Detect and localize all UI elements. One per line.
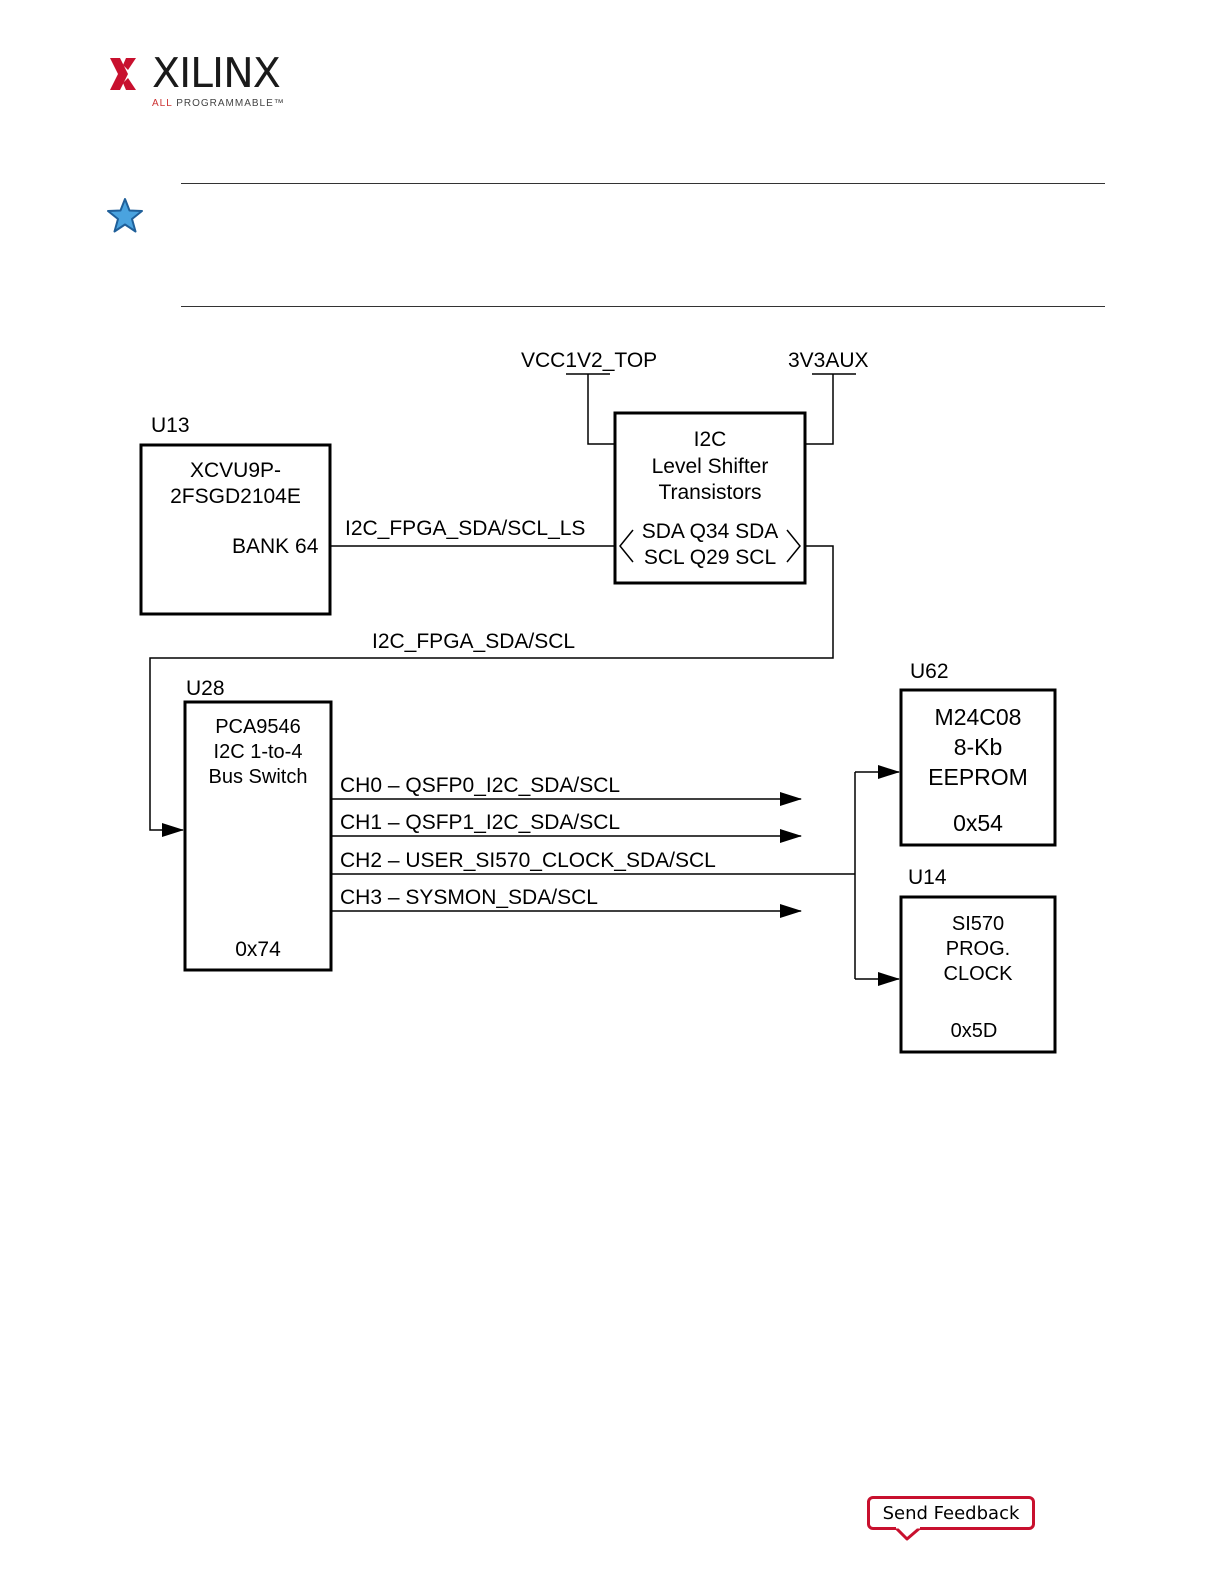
u28-line1: PCA9546 (215, 716, 301, 738)
shifter-sda-line: SDA Q34 SDA (641, 520, 779, 543)
u14-ref: U14 (908, 866, 947, 889)
ch2-label: CH2 – USER_SI570_CLOCK_SDA/SCL (340, 849, 716, 872)
shifter-right-chevron (786, 529, 801, 563)
u13-box (139, 443, 332, 616)
u28-ref: U28 (186, 677, 225, 700)
logo-wordmark: XILINX (152, 49, 281, 97)
note-top-rule (181, 183, 1105, 184)
u14-box (899, 895, 1057, 1054)
logo-tag-rest: PROGRAMMABLE (172, 98, 274, 109)
u62-line3: EEPROM (928, 764, 1028, 790)
send-feedback-button[interactable]: Send Feedback (867, 1496, 1035, 1530)
u62-line1: M24C08 (934, 704, 1022, 730)
u14-line2: PROG. (945, 938, 1011, 960)
u13-bank-label: BANK 64 (232, 535, 319, 558)
u62-box (899, 688, 1057, 847)
ch1-label: CH1 – QSFP1_I2C_SDA/SCL (340, 811, 621, 834)
u13-part-line2: 2FSGD2104E (170, 485, 301, 508)
xilinx-x-mark-icon (110, 58, 136, 90)
u28-address: 0x74 (235, 938, 281, 961)
note-bottom-rule (181, 306, 1105, 307)
u28-line2: I2C 1-to-4 (213, 741, 303, 763)
star-icon (107, 198, 143, 233)
vcc-label: VCC1V2_TOP (521, 349, 658, 372)
aux-label: 3V3AUX (788, 349, 869, 372)
logo-tagline: ALL PROGRAMMABLE™ (152, 98, 285, 109)
vcc-rail (566, 373, 615, 445)
logo-tag-tm: ™ (273, 98, 285, 109)
net-main-label: I2C_FPGA_SDA/SCL (372, 630, 576, 653)
net-main-wire (149, 545, 834, 837)
u14-line3: CLOCK (943, 963, 1013, 985)
ch0-label: CH0 – QSFP0_I2C_SDA/SCL (340, 774, 621, 797)
u62-address: 0x54 (953, 810, 1003, 836)
feedback-speech-tail-icon (895, 1527, 923, 1541)
shifter-line1: I2C (693, 428, 727, 451)
ch3-label: CH3 – SYSMON_SDA/SCL (340, 886, 598, 909)
shifter-box (613, 411, 807, 585)
logo-tag-all: ALL (152, 98, 173, 109)
shifter-scl-line: SCL Q29 SCL (643, 546, 777, 569)
u14-line1: SI570 (951, 913, 1005, 935)
xilinx-logo: XILINX ALL PROGRAMMABLE™ (106, 49, 306, 116)
aux-rail (805, 373, 856, 445)
shifter-line2: Level Shifter (651, 455, 769, 478)
u14-address: 0x5D (950, 1020, 998, 1042)
shifter-left-chevron (619, 529, 634, 563)
u62-ref: U62 (910, 660, 949, 683)
u62-line2: 8-Kb (953, 734, 1003, 760)
u13-part-line1: XCVU9P- (189, 459, 282, 482)
shifter-line3: Transistors (658, 481, 762, 504)
u28-line3: Bus Switch (208, 766, 308, 788)
u13-ref: U13 (151, 414, 190, 437)
net-ls-label: I2C_FPGA_SDA/SCL_LS (345, 517, 586, 540)
